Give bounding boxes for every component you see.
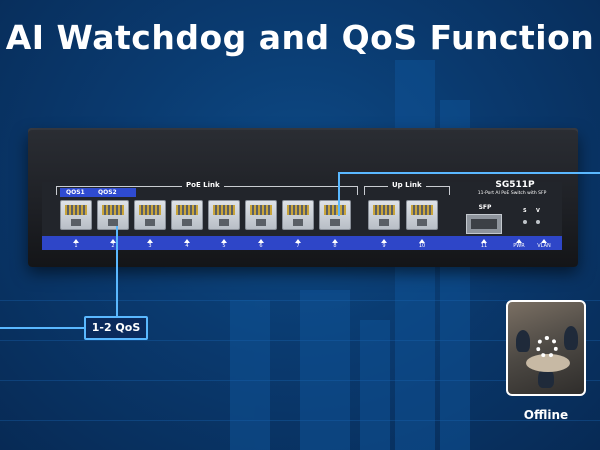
offline-status-label: Offline — [523, 408, 569, 422]
camera-thumbnail — [506, 300, 586, 396]
arrow-up-icon — [541, 239, 547, 243]
qos-tag-1: QOS1 — [66, 189, 85, 196]
port-number-11: 11 — [474, 239, 494, 249]
arrow-up-icon — [110, 239, 116, 243]
up-link-label: Up Link — [388, 181, 426, 189]
arrow-up-icon — [332, 239, 338, 243]
qos-tag-bar — [60, 188, 136, 197]
arrow-up-icon — [481, 239, 487, 243]
qos-callout-line-v — [116, 226, 118, 316]
uplink-port-9 — [368, 200, 400, 230]
ai-watchdog-callout-line-h — [338, 172, 600, 174]
thumbnail-person — [516, 330, 530, 352]
arrow-up-icon — [258, 239, 264, 243]
arrow-up-icon — [73, 239, 79, 243]
uplink-port-10 — [406, 200, 438, 230]
mode-led-s — [523, 220, 527, 224]
poe-port-2 — [97, 200, 129, 230]
port-number-8: 8 — [325, 239, 345, 249]
sfp-label: SFP — [478, 204, 492, 211]
port-number-7: 7 — [288, 239, 308, 249]
poe-port-1 — [60, 200, 92, 230]
port-number-10: 10 — [412, 239, 432, 249]
mode-led-v — [536, 220, 540, 224]
poe-port-7 — [282, 200, 314, 230]
port-number-4: 4 — [177, 239, 197, 249]
qos-callout-line-h — [0, 327, 84, 329]
arrow-up-icon — [419, 239, 425, 243]
port-number-1: 1 — [66, 239, 86, 249]
arrow-up-icon — [516, 239, 522, 243]
port-number-9: 9 — [374, 239, 394, 249]
qos-callout-label: 1-2 QoS — [84, 316, 148, 340]
loading-spinner-icon — [536, 336, 558, 358]
headline: AI Watchdog and QoS Function — [5, 18, 595, 57]
poe-port-3 — [134, 200, 166, 230]
sfp-port — [466, 214, 502, 234]
model-name: SG511P — [495, 180, 535, 190]
port-number-5: 5 — [214, 239, 234, 249]
qos-tag-2: QOS2 — [98, 189, 117, 196]
port-number-3: 3 — [140, 239, 160, 249]
arrow-up-icon — [381, 239, 387, 243]
thumbnail-person — [538, 368, 554, 388]
port-number-6: 6 — [251, 239, 271, 249]
arrow-up-icon — [221, 239, 227, 243]
switch-letter-s: S — [523, 208, 527, 214]
thumbnail-table — [526, 354, 570, 372]
sfp-slot — [471, 219, 497, 229]
port-number-strip — [42, 236, 562, 250]
port-number-2: 2 — [103, 239, 123, 249]
arrow-up-icon — [147, 239, 153, 243]
arrow-up-icon — [295, 239, 301, 243]
arrow-up-icon — [184, 239, 190, 243]
poe-link-label: PoE Link — [182, 181, 224, 189]
poe-port-6 — [245, 200, 277, 230]
switch-letter-v: V — [536, 208, 540, 214]
thumbnail-person — [564, 326, 578, 350]
poe-port-8 — [319, 200, 351, 230]
indicator-pwr: PWR — [508, 239, 530, 249]
model-description: 11-Port AI PoE Switch with SFP — [477, 191, 547, 196]
poe-port-4 — [171, 200, 203, 230]
poe-port-5 — [208, 200, 240, 230]
indicator-vlan: VLAN — [532, 239, 556, 249]
ai-watchdog-callout-line-v — [338, 172, 340, 216]
